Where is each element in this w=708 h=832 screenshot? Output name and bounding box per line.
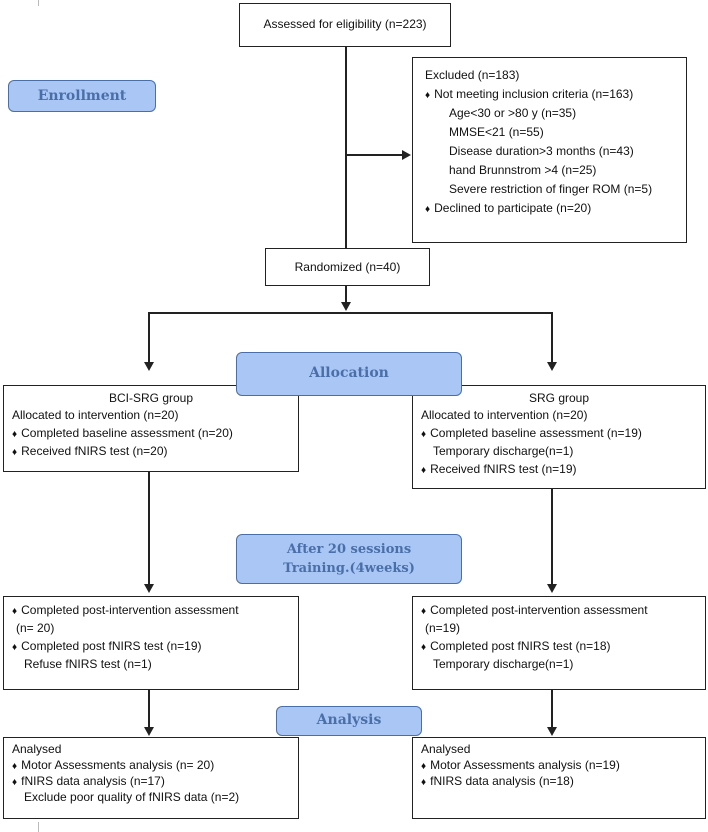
excluded-declined: Declined to participate (n=20) [425, 199, 591, 219]
followup-line1: After 20 sessions [286, 542, 412, 557]
arrow-bci-post [144, 584, 154, 593]
criterion-age: Age<30 or >80 y (n=35) [449, 106, 577, 120]
bci-fnirs-analysis: fNIRS data analysis (n=17) [12, 772, 165, 792]
connector-excluded [345, 154, 403, 156]
connector-left-arm [148, 312, 150, 364]
connector-randomized [345, 286, 347, 304]
bci-allocated: Allocated to intervention (n=20) [12, 408, 179, 422]
arrow-randomized [341, 302, 351, 311]
arrow-srg-analysis [547, 727, 557, 736]
arrow-srg-post [547, 584, 557, 593]
srg-post-assessment: Completed post-intervention assessment [421, 601, 647, 621]
excluded-not-meeting: Not meeting inclusion criteria (n=163) [425, 85, 633, 105]
bci-group-box: BCI-SRG group Allocated to intervention … [3, 385, 299, 472]
bci-refuse-fnirs: Refuse fNIRS test (n=1) [24, 657, 152, 671]
connector-bci-post [148, 472, 150, 584]
excluded-title: Excluded (n=183) [425, 68, 520, 82]
bci-post-assessment-n: (n= 20) [16, 621, 55, 635]
enrollment-label: Enrollment [8, 80, 156, 112]
randomized-box: Randomized (n=40) [265, 248, 430, 286]
bci-analysed-title: Analysed [12, 742, 62, 756]
arrow-bci-analysis [144, 727, 154, 736]
connector-srg-analysis [551, 690, 553, 728]
excluded-box: Excluded (n=183) Not meeting inclusion c… [412, 57, 687, 243]
srg-baseline: Completed baseline assessment (n=19) [421, 424, 642, 444]
srg-post-fnirs: Completed post fNIRS test (n=18) [421, 637, 610, 657]
srg-motor-analysis: Motor Assessments analysis (n=19) [421, 756, 620, 776]
connector-split [148, 312, 552, 314]
srg-group-box: SRG group Allocated to intervention (n=2… [412, 385, 706, 489]
bci-exclude-poor: Exclude poor quality of fNIRS data (n=2) [24, 790, 240, 804]
arrow-excluded [402, 150, 411, 160]
srg-discharge: Temporary discharge(n=1) [433, 444, 574, 458]
arrow-right-arm [547, 362, 557, 371]
bci-fnirs: Received fNIRS test (n=20) [12, 442, 167, 462]
connector-srg-post [551, 489, 553, 584]
criterion-rom: Severe restriction of finger ROM (n=5) [449, 182, 653, 196]
connector-main [345, 47, 347, 248]
assessed-text: Assessed for eligibility (n=223) [263, 17, 427, 31]
srg-post-box: Completed post-intervention assessment (… [412, 596, 706, 690]
page-corner-mark [38, 0, 39, 6]
assessed-box: Assessed for eligibility (n=223) [239, 3, 451, 47]
criterion-mmse: MMSE<21 (n=55) [449, 125, 544, 139]
bci-post-assessment: Completed post-intervention assessment [12, 601, 238, 621]
connector-right-arm [551, 312, 553, 364]
enrollment-text: Enrollment [37, 88, 127, 104]
allocation-text: Allocation [309, 365, 389, 381]
srg-fnirs: Received fNIRS test (n=19) [421, 460, 576, 480]
followup-label: After 20 sessions Training.(4weeks) [236, 534, 462, 584]
bci-post-fnirs: Completed post fNIRS test (n=19) [12, 637, 201, 657]
bci-motor-analysis: Motor Assessments analysis (n= 20) [12, 756, 214, 776]
analysis-text: Analysis [316, 712, 382, 728]
bci-baseline: Completed baseline assessment (n=20) [12, 424, 233, 444]
connector-bci-analysis [148, 690, 150, 728]
criterion-brunnstrom: hand Brunnstrom >4 (n=25) [449, 163, 597, 177]
page-corner-mark [38, 822, 39, 832]
srg-post-assessment-n: (n=19) [425, 621, 461, 635]
criterion-duration: Disease duration>3 months (n=43) [449, 144, 634, 158]
bci-group-title: BCI-SRG group [108, 391, 194, 405]
srg-analysis-box: Analysed Motor Assessments analysis (n=1… [412, 737, 706, 819]
followup-line2: Training.(4weeks) [283, 561, 415, 576]
randomized-text: Randomized (n=40) [294, 260, 401, 274]
srg-group-title: SRG group [528, 391, 590, 405]
analysis-label: Analysis [276, 706, 422, 736]
srg-allocated: Allocated to intervention (n=20) [421, 408, 588, 422]
bci-post-box: Completed post-intervention assessment (… [3, 596, 299, 690]
arrow-left-arm [144, 362, 154, 371]
srg-discharge-post: Temporary discharge(n=1) [433, 657, 574, 671]
allocation-label: Allocation [236, 352, 462, 396]
srg-fnirs-analysis: fNIRS data analysis (n=18) [421, 772, 574, 792]
bci-analysis-box: Analysed Motor Assessments analysis (n= … [3, 737, 299, 819]
srg-analysed-title: Analysed [421, 742, 471, 756]
